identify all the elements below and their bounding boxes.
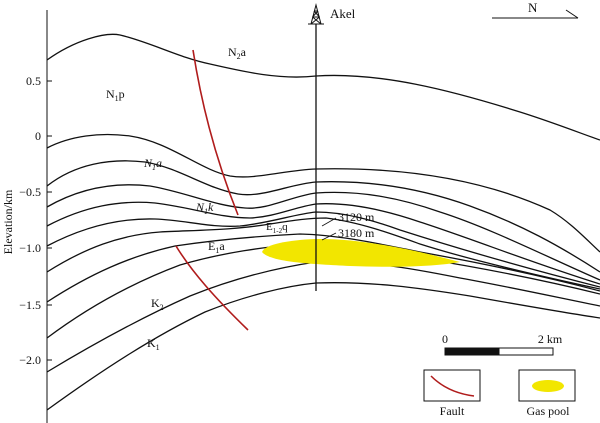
north-arrow: N	[492, 0, 579, 19]
well-name: Akel	[330, 6, 356, 21]
legend-gas-box	[518, 369, 576, 402]
horizon-line	[46, 282, 600, 411]
derrick-icon	[308, 3, 324, 25]
tick-label: 0	[35, 129, 41, 143]
fault-legend-icon	[430, 375, 475, 397]
fault-lower	[175, 245, 249, 331]
formation-n1p: N1p	[106, 87, 125, 103]
formation-n1a: N1a	[143, 156, 162, 172]
leader-line	[321, 217, 337, 227]
scale-segment-black	[444, 347, 500, 356]
tick-label: −0.5	[19, 185, 41, 199]
tick-label: 0.5	[26, 74, 41, 88]
horizon-line	[46, 211, 600, 288]
gas-pool	[262, 238, 460, 267]
horizon-line	[46, 217, 600, 290]
fault-upper	[192, 49, 239, 216]
horizon-line	[46, 160, 600, 273]
formation-k1: K1	[147, 336, 160, 352]
formation-n2a: N2a	[228, 45, 247, 61]
tick-label: −1.5	[19, 298, 41, 312]
depth-bottom: 3180 m	[338, 226, 375, 240]
legend-fault-label: Fault	[440, 404, 465, 418]
formation-e12q: E1-2q	[266, 221, 288, 235]
north-label: N	[528, 0, 538, 15]
elevation-axis: 0.5 0 −0.5 −1.0 −1.5 −2.0 Elevation/km	[1, 10, 52, 423]
horizon-line	[46, 201, 600, 285]
legend-gas-label: Gas pool	[527, 404, 571, 418]
gas-pool-legend-icon	[532, 380, 564, 392]
horizon-line	[46, 233, 600, 303]
scale-end: 2 km	[538, 332, 563, 346]
scale-start: 0	[442, 332, 448, 346]
horizon-line	[46, 33, 600, 141]
formation-k2: K2	[151, 296, 164, 312]
arrow-head-icon	[565, 9, 579, 19]
scale-segment-white	[498, 347, 554, 356]
legend: Fault Gas pool	[423, 369, 576, 418]
formation-n1k: N1k	[195, 200, 214, 216]
horizon-line	[46, 133, 600, 253]
well-akel: Akel	[308, 3, 356, 291]
axis-label: Elevation/km	[1, 189, 15, 254]
leader-line	[321, 232, 337, 241]
tick-label: −2.0	[19, 353, 41, 367]
legend-fault-box	[423, 369, 481, 402]
depth-top: 3120 m	[338, 210, 375, 224]
depth-callouts: 3120 m 3180 m	[321, 210, 375, 241]
horizon-line	[46, 184, 600, 281]
tick-label: −1.0	[19, 241, 41, 255]
formation-e1a: E1a	[208, 239, 225, 255]
scale-bar: 0 2 km	[442, 332, 563, 356]
